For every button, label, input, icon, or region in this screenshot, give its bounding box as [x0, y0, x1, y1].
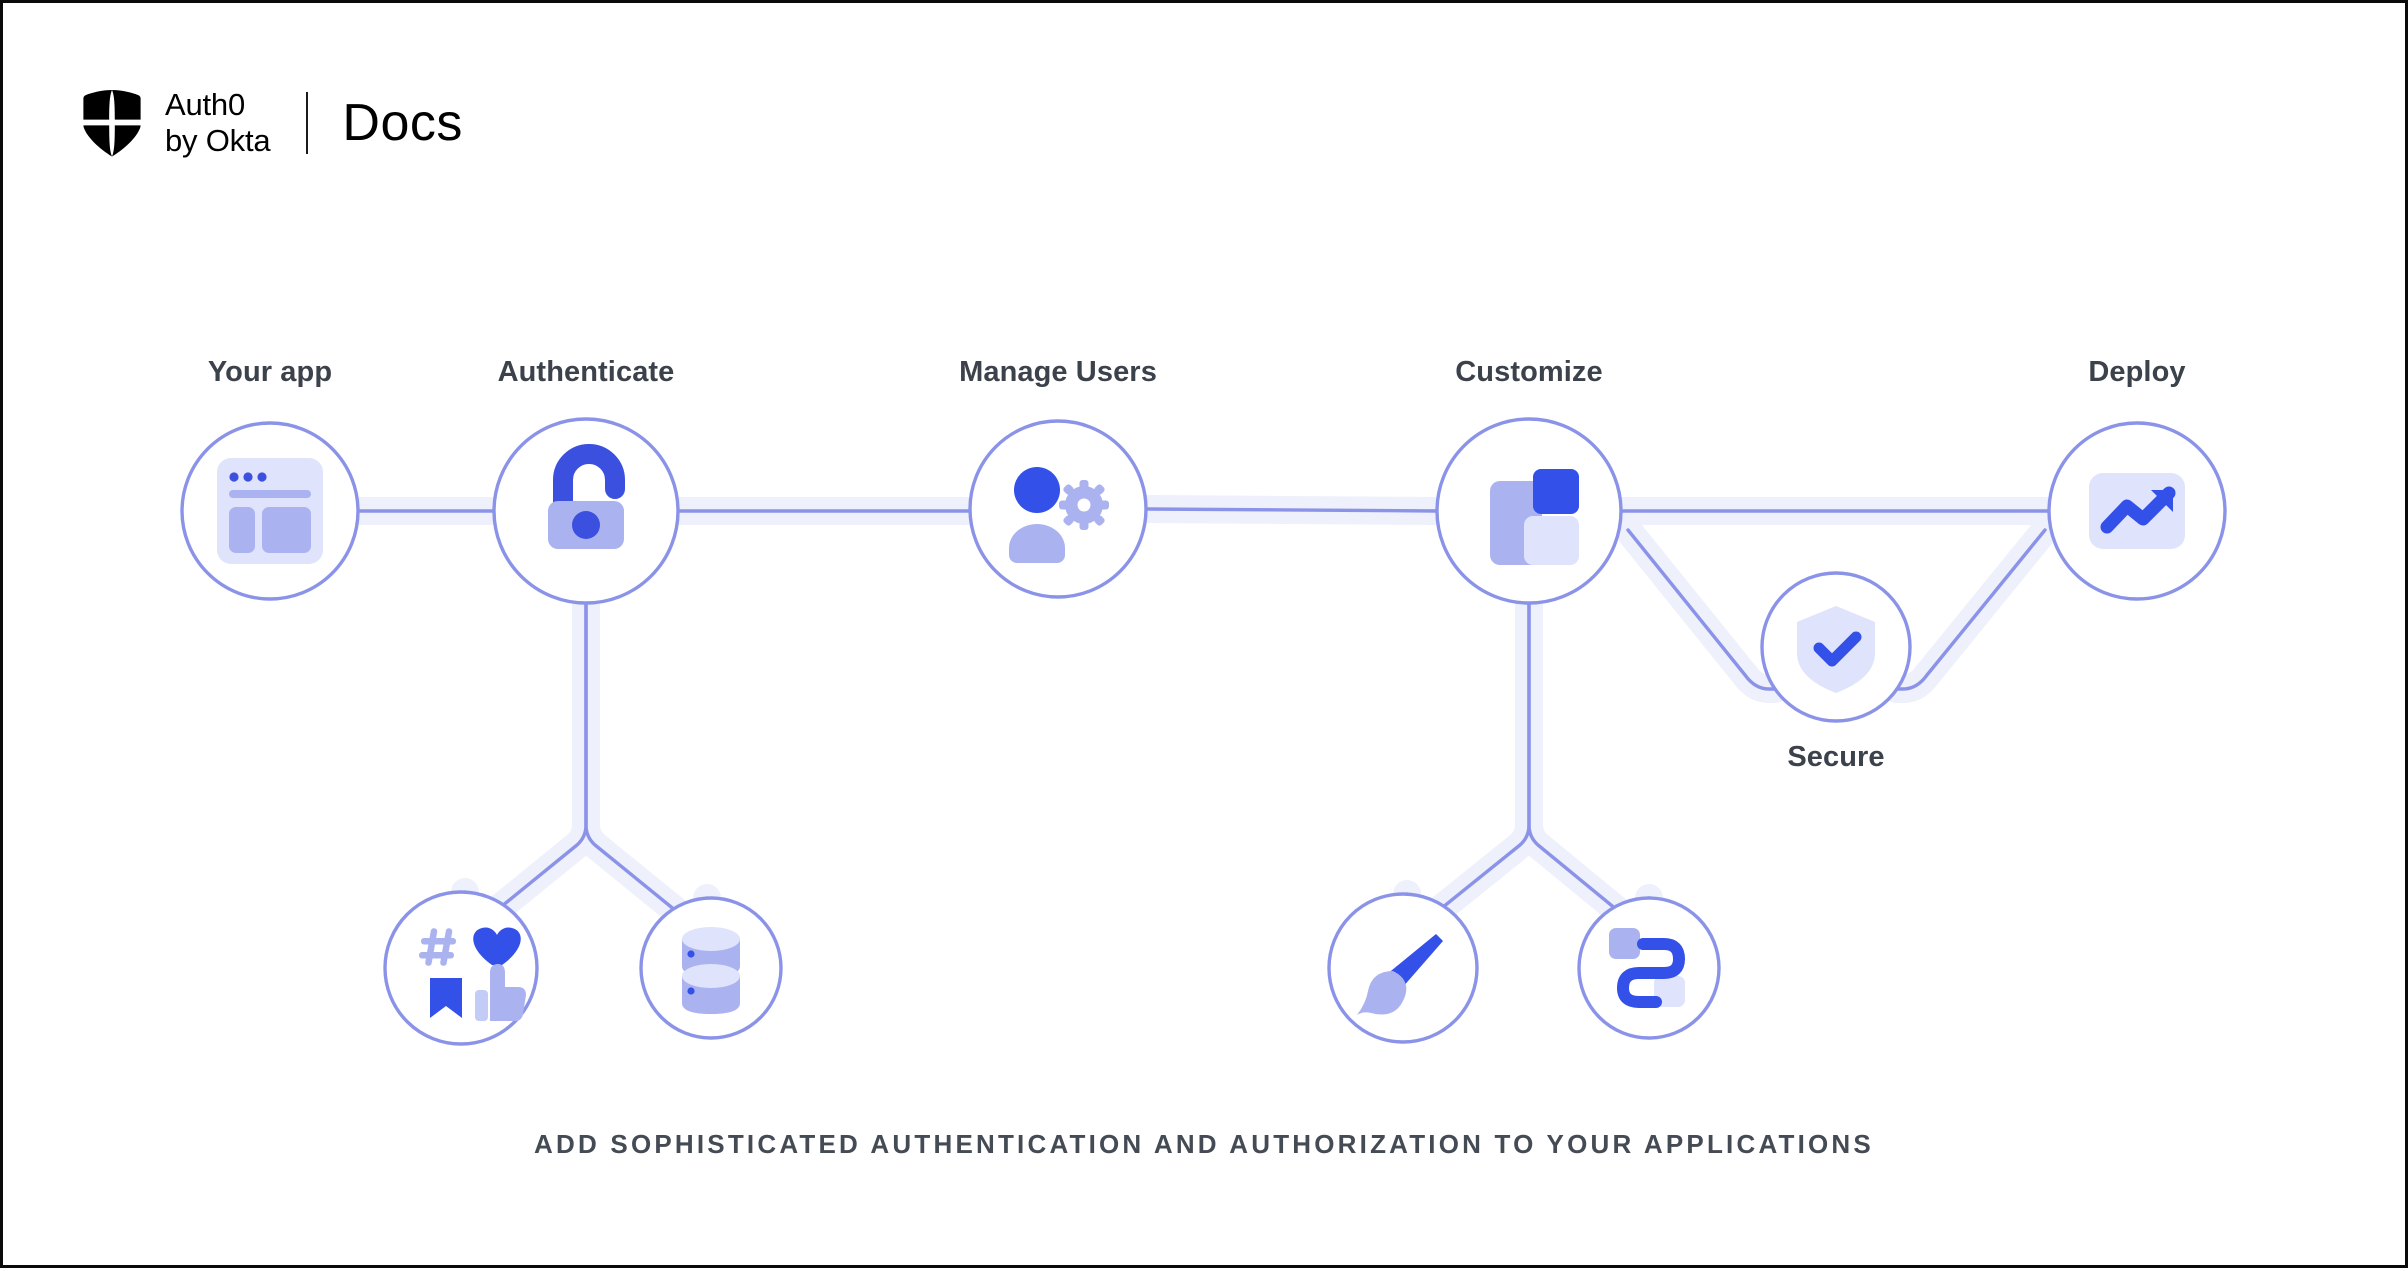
node-label-secure: Secure [1787, 741, 1885, 773]
glow-customize-branch-right [1515, 589, 1663, 963]
glow-customize-secure [1614, 516, 1789, 703]
database-icon [682, 927, 740, 1014]
docs-title: Docs [342, 94, 463, 152]
browser-window-icon [217, 458, 323, 564]
brand-line-1: Auth0 [165, 87, 246, 123]
node-label-deploy: Deploy [2088, 356, 2186, 388]
node-customize[interactable] [1435, 417, 1623, 605]
trending-up-icon [2089, 473, 2185, 549]
node-secure[interactable] [1760, 571, 1912, 723]
node-circle[interactable] [383, 890, 539, 1046]
shield-check-icon [1797, 606, 1875, 693]
node-social[interactable] [383, 890, 539, 1046]
unlocked-padlock-icon [548, 444, 625, 549]
bookmark-icon [430, 978, 462, 1018]
line-secure-deploy [1895, 528, 2047, 691]
site-header: Auth0 by Okta Docs [81, 85, 463, 161]
node-label-manage-users: Manage Users [959, 356, 1157, 388]
flow-connector-icon [1609, 928, 1685, 1008]
hashtag-icon [419, 928, 456, 966]
brand-wordmark: Auth0 by Okta [165, 87, 271, 159]
brand-line-2: by Okta [165, 123, 271, 158]
page-caption: Add sophisticated authentication and aut… [534, 1129, 1874, 1159]
node-label-authenticate: Authenticate [497, 356, 675, 388]
node-authenticate[interactable] [492, 417, 680, 605]
node-flows[interactable] [1577, 896, 1721, 1040]
node-your-app[interactable] [180, 421, 360, 601]
layout-blocks-icon [1490, 469, 1579, 565]
node-branding[interactable] [1327, 892, 1479, 1044]
okta-shield-logo [83, 90, 141, 157]
heart-icon [473, 927, 521, 965]
paintbrush-icon [1357, 934, 1443, 1015]
line-manageusers-customize [1144, 507, 1439, 513]
node-circle[interactable] [968, 419, 1148, 599]
node-label-your-app: Your app [207, 356, 333, 388]
flow-diagram: Your app Authenticate Manage Users Custo… [3, 3, 2408, 1271]
flow-diagram-canvas [180, 417, 2227, 1046]
thumbs-up-icon [475, 964, 526, 1021]
glow-authenticate-branch-right [572, 589, 721, 963]
user-settings-icon [1009, 467, 1109, 563]
social-reactions-icon [419, 927, 526, 1021]
line-customize-secure [1626, 528, 1777, 691]
node-label-customize: Customize [1455, 356, 1603, 388]
node-deploy[interactable] [2047, 421, 2227, 601]
header-divider [306, 92, 309, 154]
glow-secure-deploy [1883, 516, 2059, 703]
node-database[interactable] [639, 896, 783, 1040]
node-manage-users[interactable] [968, 419, 1148, 599]
